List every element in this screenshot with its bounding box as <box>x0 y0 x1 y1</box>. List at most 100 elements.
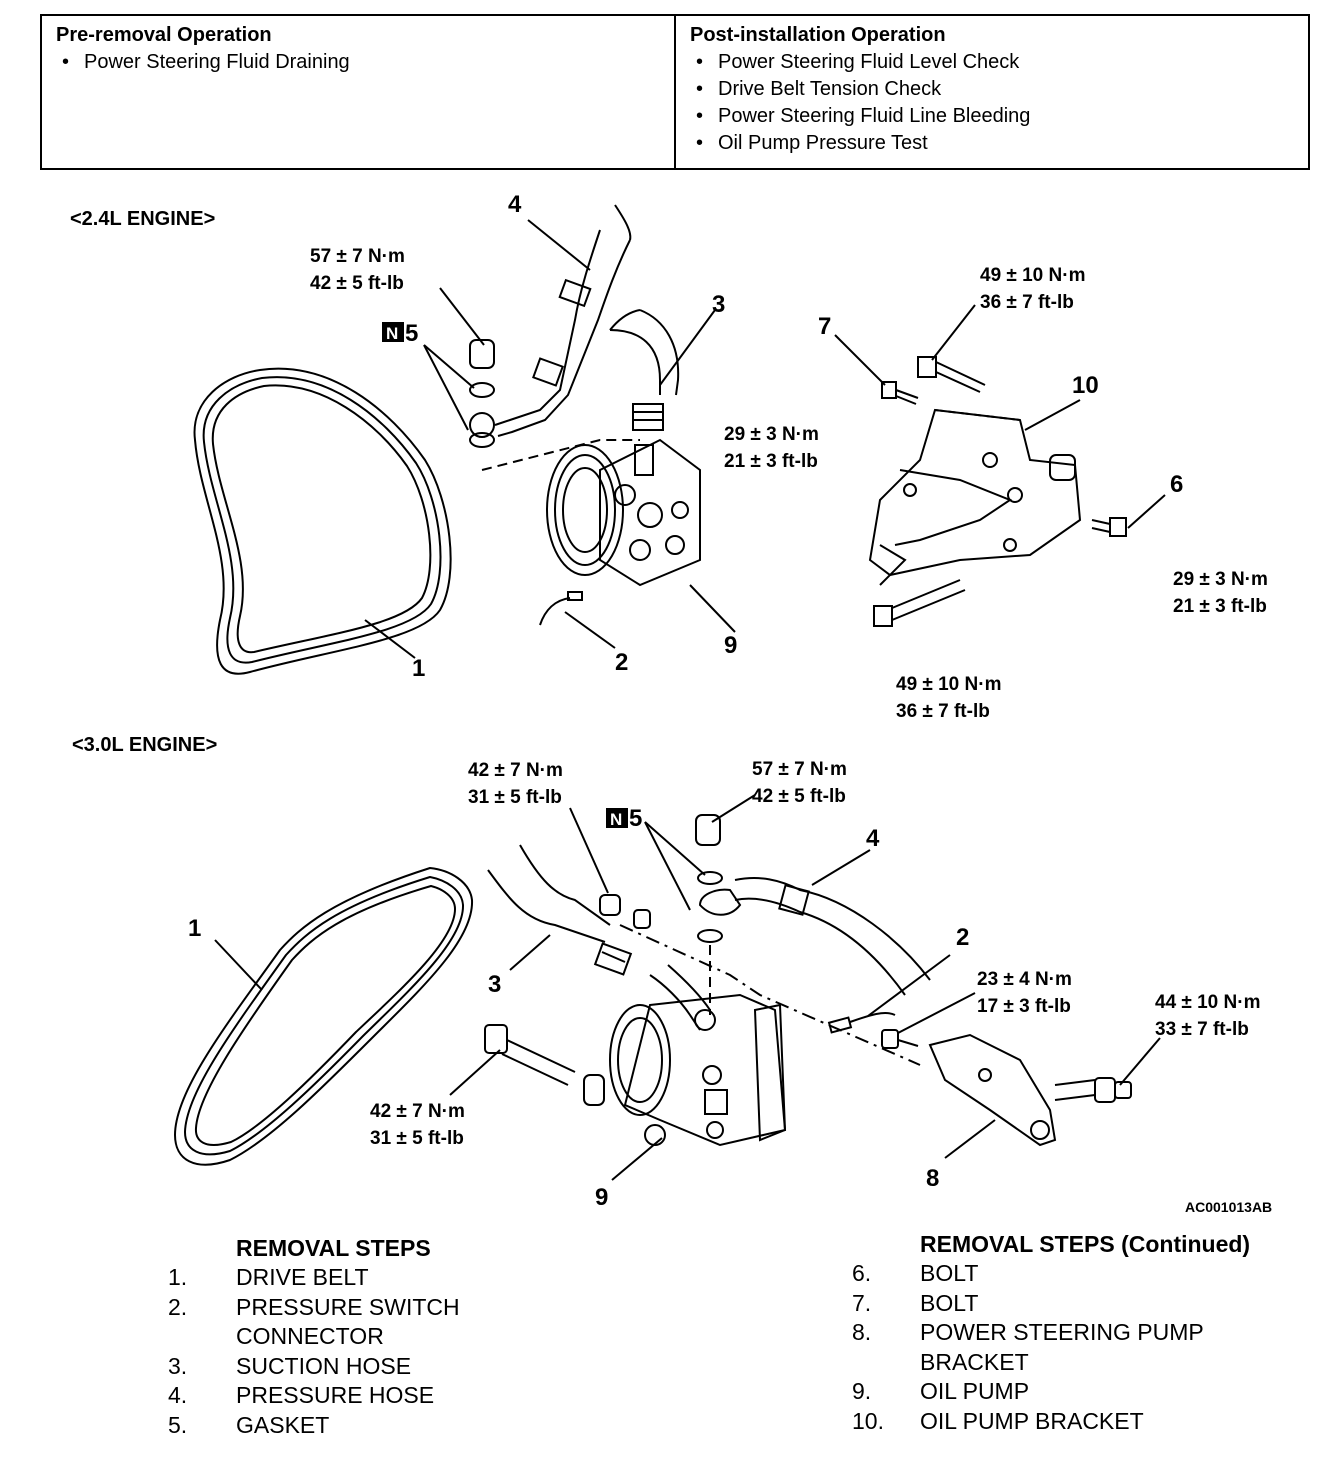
pre-removal-list: Power Steering Fluid Draining <box>56 49 660 76</box>
callout-30-3: 3 <box>488 971 501 998</box>
bolt-6-24 <box>1091 517 1127 537</box>
removal-steps-left: REMOVAL STEPS 1.DRIVE BELT 2.PRESSURE SW… <box>168 1233 588 1440</box>
bolt-lower-24 <box>873 579 966 627</box>
step-row: 9. OIL PUMP <box>852 1377 1322 1407</box>
step-row: 6. BOLT <box>852 1259 1322 1289</box>
step-text: OIL PUMP <box>920 1378 1030 1404</box>
torque-24-a-ftlb: 42 ± 5 ft-lb <box>310 273 404 294</box>
suction-hose-24 <box>609 309 680 431</box>
torque-24-e-nm: 49 ± 10 N·m <box>896 674 1001 695</box>
operations-table: Pre-removal Operation Power Steering Flu… <box>40 14 1310 170</box>
engine-30-title: <3.0L ENGINE> <box>72 734 217 756</box>
step-row: 10.OIL PUMP BRACKET <box>852 1407 1322 1437</box>
step-number: 1. <box>168 1264 188 1290</box>
torque-30-e-nm: 42 ± 7 N·m <box>370 1101 465 1122</box>
bolt-7-24 <box>881 381 919 405</box>
step-text: BOLT <box>920 1289 979 1316</box>
removal-steps-continued-title: REMOVAL STEPS (Continued) <box>920 1231 1251 1257</box>
torque-30-a-nm: 42 ± 7 N·m <box>468 760 563 781</box>
torque-30-a-ftlb: 31 ± 5 ft-lb <box>468 787 562 808</box>
torque-30-c-ftlb: 17 ± 3 ft-lb <box>977 996 1071 1017</box>
step-number: 6. <box>852 1260 872 1286</box>
post-installation-item: Power Steering Fluid Level Check <box>690 49 1294 76</box>
post-installation-title: Post-installation Operation <box>690 24 946 46</box>
step-number <box>168 1322 236 1352</box>
pressure-hose-30 <box>698 877 931 996</box>
step-number: 5. <box>168 1411 188 1438</box>
step-number: 2. <box>168 1293 188 1320</box>
step-row: CONNECTOR <box>168 1322 588 1352</box>
figure-code: AC001013AB <box>1185 1199 1272 1215</box>
callout-24-10: 10 <box>1072 372 1099 399</box>
pre-removal-title: Pre-removal Operation <box>56 24 272 46</box>
engine-30-drawing <box>173 794 1161 1181</box>
step-number: 10. <box>852 1407 884 1434</box>
torque-30-b-ftlb: 42 ± 5 ft-lb <box>752 786 846 807</box>
oil-pump-30 <box>609 964 787 1147</box>
step-number: 3. <box>168 1352 188 1379</box>
torque-24-b-ftlb: 36 ± 7 ft-lb <box>980 292 1074 313</box>
new-part-letter-30: N <box>610 810 622 829</box>
callout-30-2: 2 <box>956 924 969 951</box>
step-row: 5. GASKET <box>168 1411 588 1441</box>
oil-pump-bracket-24 <box>868 408 1082 586</box>
torque-30-d-nm: 44 ± 10 N·m <box>1155 992 1260 1013</box>
post-installation-item: Drive Belt Tension Check <box>690 76 1294 103</box>
step-text: POWER STEERING PUMP <box>920 1319 1204 1345</box>
step-text: GASKET <box>236 1411 330 1438</box>
step-row: 8. POWER STEERING PUMP <box>852 1318 1322 1348</box>
step-row: 3. SUCTION HOSE <box>168 1352 588 1382</box>
drive-belt-24 <box>193 367 452 675</box>
torque-30-d-ftlb: 33 ± 7 ft-lb <box>1155 1019 1249 1040</box>
drive-belt-30 <box>173 866 474 1166</box>
step-row: 1. DRIVE BELT <box>168 1263 588 1293</box>
step-number: 4. <box>168 1382 188 1408</box>
suction-hose-30 <box>487 844 633 976</box>
bracket-bolt-30 <box>1054 1077 1132 1103</box>
callout-30-8: 8 <box>926 1165 939 1192</box>
torque-24-d-nm: 29 ± 3 N·m <box>1173 569 1268 590</box>
step-text: PRESSURE SWITCH <box>236 1293 460 1320</box>
callout-24-3: 3 <box>712 291 725 318</box>
callout-24-9: 9 <box>724 632 737 659</box>
engine-24-drawing <box>193 204 1166 675</box>
pump-bolt-30 <box>484 1024 576 1086</box>
torque-30-c-nm: 23 ± 4 N·m <box>977 969 1072 990</box>
removal-steps-right: REMOVAL STEPS (Continued) 6.BOLT 7.BOLT … <box>852 1229 1322 1436</box>
pre-removal-item: Power Steering Fluid Draining <box>56 49 660 76</box>
step-number: 7. <box>852 1289 872 1316</box>
step-text: BRACKET <box>920 1348 1029 1375</box>
torque-24-b-nm: 49 ± 10 N·m <box>980 265 1085 286</box>
bolt-upper-24 <box>917 356 986 393</box>
post-installation-list: Power Steering Fluid Level Check Drive B… <box>690 49 1294 157</box>
step-text: PRESSURE HOSE <box>236 1382 435 1408</box>
pump-bracket-30 <box>928 1033 1057 1147</box>
torque-24-a-nm: 57 ± 7 N·m <box>310 246 405 267</box>
step-text: SUCTION HOSE <box>236 1352 412 1379</box>
step-number: 8. <box>852 1319 872 1345</box>
pre-removal-column: Pre-removal Operation Power Steering Flu… <box>42 16 674 168</box>
step-number <box>852 1348 920 1378</box>
step-number: 9. <box>852 1378 872 1404</box>
pressure-hose-24 <box>469 204 632 438</box>
eye-bolt-30 <box>695 814 723 943</box>
callout-24-4: 4 <box>508 191 522 218</box>
torque-30-e-ftlb: 31 ± 5 ft-lb <box>370 1128 464 1149</box>
step-text: CONNECTOR <box>236 1323 384 1349</box>
callout-24-6: 6 <box>1170 471 1183 498</box>
callout-24-2: 2 <box>615 649 628 676</box>
torque-24-d-ftlb: 21 ± 3 ft-lb <box>1173 596 1267 617</box>
step-text: DRIVE BELT <box>236 1264 369 1290</box>
callout-30-4: 4 <box>866 825 880 852</box>
new-part-badge-24 <box>382 322 404 342</box>
exploded-diagram: <2.4L ENGINE> 4 3 7 10 6 1 2 9 N 5 57 ± … <box>70 191 1272 1215</box>
post-installation-item: Oil Pump Pressure Test <box>690 130 1294 157</box>
callout-30-9: 9 <box>595 1184 608 1211</box>
step-row: 2. PRESSURE SWITCH <box>168 1293 588 1323</box>
torque-24-c-nm: 29 ± 3 N·m <box>724 424 819 445</box>
post-installation-column: Post-installation Operation Power Steeri… <box>674 16 1308 168</box>
step-text: BOLT <box>920 1260 979 1286</box>
step-row: 7. BOLT <box>852 1289 1322 1319</box>
callout-24-5: 5 <box>405 320 418 347</box>
callout-24-7: 7 <box>818 313 831 340</box>
